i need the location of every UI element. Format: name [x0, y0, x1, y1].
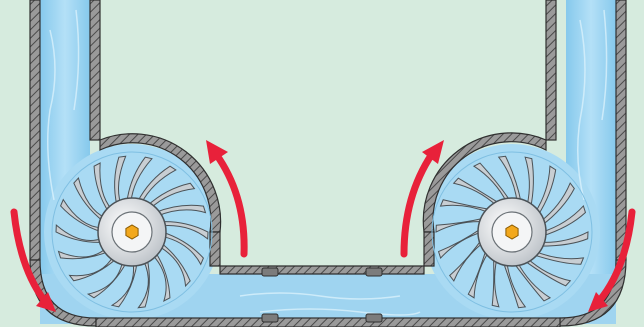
shaft-nut — [506, 225, 518, 239]
shaft-nut — [126, 225, 138, 239]
